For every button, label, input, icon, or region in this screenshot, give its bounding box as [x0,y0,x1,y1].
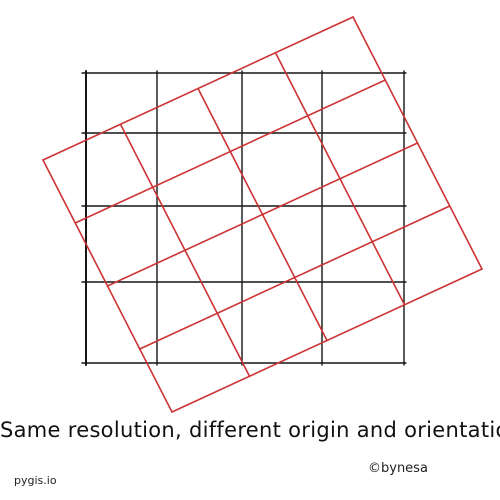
red-grid-row-line [42,16,354,161]
red-rotated-grid [42,16,483,413]
red-grid-row-line [74,79,387,224]
site-credit: pygis.io [14,474,57,487]
red-grid-row-line [106,142,419,287]
black-grid [81,70,407,366]
license-credit: ©bynesa [368,461,428,476]
red-grid-row-line [138,205,451,350]
caption: Same resolution, different origin and or… [0,418,500,442]
red-grid-row-line [171,268,483,413]
